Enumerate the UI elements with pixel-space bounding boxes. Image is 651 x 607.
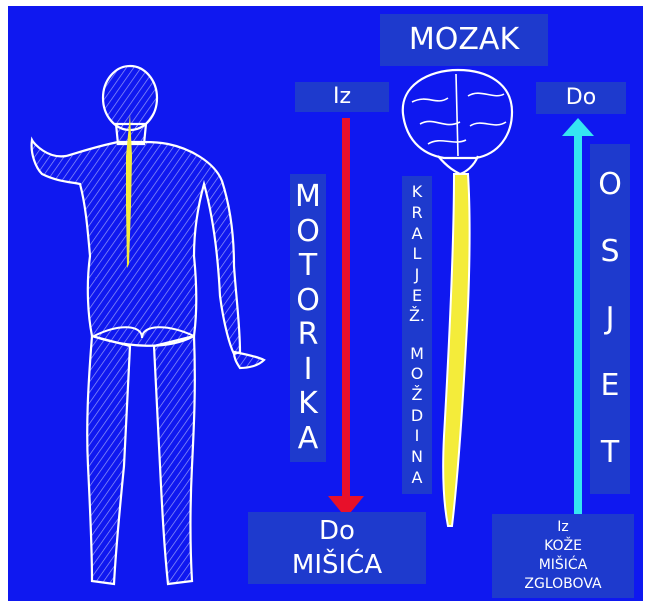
diagram-canvas: MOZAK Iz Do MO TO RI KA KR AL JE Ž. MO Ž… [8,6,643,601]
label-mozak: MOZAK [380,14,548,66]
label-iz-bottom: Iz [492,518,634,537]
label-motorika: MO TO RI KA [290,174,326,462]
spinal-cord [443,174,469,526]
label-do-top: Do [536,82,626,114]
label-do-misica: Do MIŠIĆA [248,512,426,584]
label-do-bottom: Do [248,514,426,548]
label-koze: KOŽE [492,537,634,556]
label-zglobova: ZGLOBOVA [492,575,634,594]
label-osjet: OS JE T [590,144,630,494]
label-misica-right: MIŠIĆA [492,556,634,575]
motor-arrow [328,118,364,518]
label-kraljezna-mozdina: KR AL JE Ž. MO ŽD IN A [402,176,432,494]
label-iz-koze-misica-zglobova: Iz KOŽE MIŠIĆA ZGLOBOVA [492,514,634,598]
label-iz-top: Iz [295,82,389,112]
label-misica-bottom: MIŠIĆA [248,548,426,582]
